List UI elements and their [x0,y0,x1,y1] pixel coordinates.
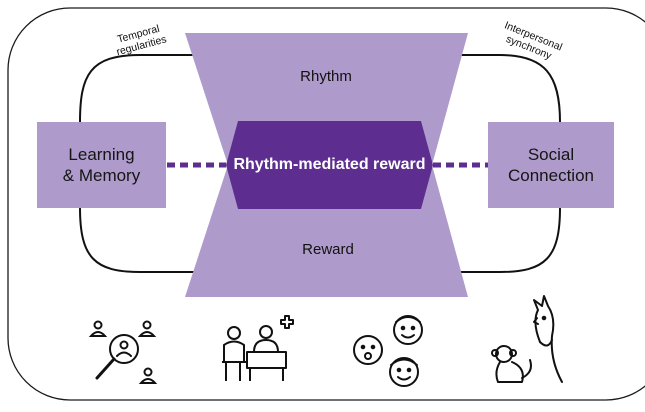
right-arc-connector [455,54,561,273]
reward-label: Reward [302,241,354,258]
rhythm-mediated-reward-label: Rhythm-mediated reward [233,156,426,173]
infants-children-icon [353,315,423,387]
left-arc-connector [79,54,206,273]
learning-memory-line1: Learning [68,145,135,164]
social-connection-label: Social Connection [488,122,614,208]
social-connection-line2: Connection [507,166,594,185]
patient-caregiver-icon [222,315,294,381]
learning-memory-line2: & Memory [62,166,141,185]
outer-frame [7,7,645,401]
social-connection-line1: Social [527,145,575,164]
learning-memory-box [37,122,166,208]
learning-memory-label: Learning & Memory [37,122,166,208]
social-connection-box [488,122,614,208]
monkey-cockatoo-icon [491,295,563,383]
people-search-icon [88,320,158,384]
center-hexagon [226,121,433,209]
rhythm-label: Rhythm [300,68,352,85]
